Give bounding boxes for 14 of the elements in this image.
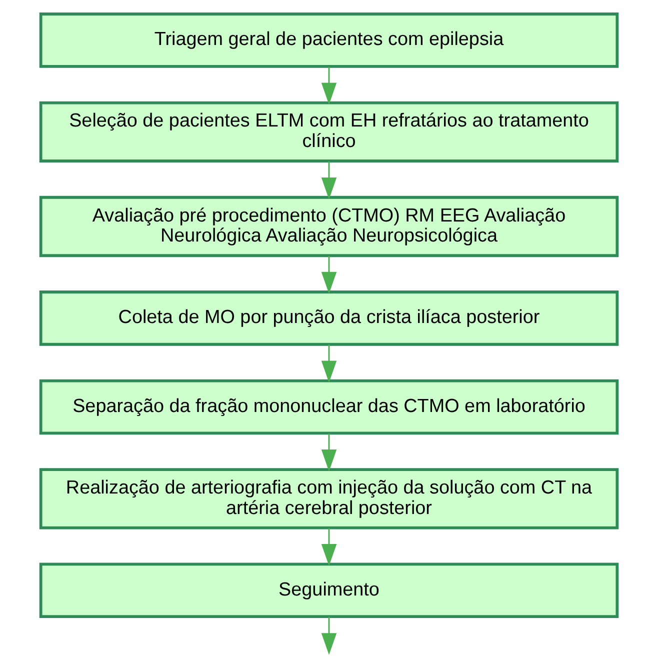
arrow [320, 528, 336, 566]
node-box: Avaliação pré procedimento (CTMO) RM EEG Avaliação Neurológica Avaliação Neuropsicológica [38, 196, 618, 258]
node-box: Seleção de pacientes ELTM com EH refratários ao tratamento clínico [38, 101, 618, 162]
node-box: Seguimento [38, 562, 618, 618]
arrow [320, 344, 336, 383]
arrow [320, 66, 336, 105]
arrow [320, 256, 336, 294]
node-box: Realização de arteriografia com injeção da solução com CT na artéria cerebral posterior [38, 468, 618, 530]
node-box: Triagem geral de pacientes com epilepsia [38, 12, 618, 68]
node-box: Coleta de MO por punção da crista ilíaca posterior [38, 290, 618, 346]
arrow [320, 161, 336, 200]
arrow [320, 616, 336, 655]
node-box: Separação da fração mononuclear das CTMO em laboratório [38, 379, 618, 435]
arrow [320, 434, 336, 472]
